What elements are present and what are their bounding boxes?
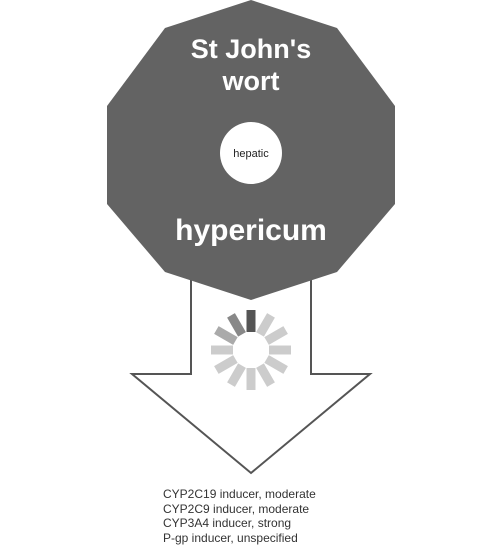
loading-spinner-icon xyxy=(211,310,291,390)
effect-item: P-gp inducer, unspecified xyxy=(163,530,298,545)
herb-name-line2: wort xyxy=(222,66,280,96)
spinner-spoke xyxy=(214,326,238,345)
spinner-spoke xyxy=(256,313,275,337)
spinner-spoke xyxy=(211,345,233,355)
spinner-spoke xyxy=(269,345,291,355)
spinner-spoke xyxy=(227,313,246,337)
effect-item: CYP2C19 inducer, moderate xyxy=(163,487,316,501)
interaction-effects-list: CYP2C19 inducer, moderate CYP2C9 inducer… xyxy=(163,487,316,545)
spinner-spoke xyxy=(246,310,256,332)
spinner-spoke xyxy=(227,363,246,387)
effect-item: CYP2C9 inducer, moderate xyxy=(163,501,310,516)
spinner-spoke xyxy=(256,363,275,387)
route-circle xyxy=(220,122,282,184)
scientific-name: hypericum xyxy=(175,214,327,247)
spinner-spoke xyxy=(264,355,288,374)
spinner-spoke xyxy=(264,326,288,345)
effect-item: CYP3A4 inducer, strong xyxy=(163,516,292,531)
spinner-spoke xyxy=(214,355,238,374)
herb-name-line1: St John's xyxy=(191,34,311,64)
spinner-spoke xyxy=(246,368,256,390)
route-label: hepatic xyxy=(233,148,269,160)
